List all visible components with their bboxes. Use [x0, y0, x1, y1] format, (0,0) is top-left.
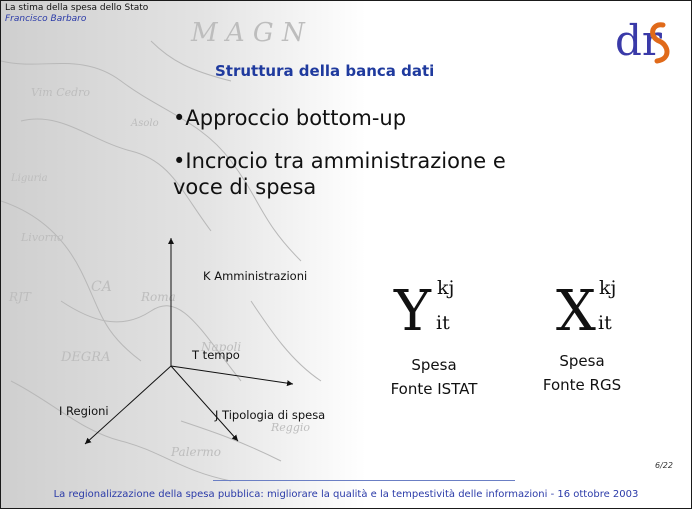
formula-x-sub: it [598, 312, 612, 334]
svg-text:Asolo: Asolo [130, 118, 159, 129]
caption-istat: Spesa Fonte ISTAT [384, 353, 484, 401]
caption-rgs-line2: Fonte RGS [542, 376, 622, 394]
header-author: Francisco Barbaro [5, 14, 87, 24]
caption-istat-line2: Fonte ISTAT [390, 380, 478, 398]
svg-text:RJT: RJT [8, 290, 32, 304]
page-number: 6/22 [655, 461, 673, 470]
caption-istat-line1: Spesa [411, 356, 457, 374]
slide-title: Struttura della banca dati [215, 62, 435, 80]
axis-t [170, 365, 294, 387]
svg-text:Vim Cedro: Vim Cedro [31, 86, 90, 99]
svg-text:Reggio: Reggio [270, 421, 310, 434]
axis-t-label: T tempo [192, 348, 240, 362]
formula-y: Y kj it [394, 279, 474, 344]
axis-i [84, 365, 172, 445]
svg-text:Liguria: Liguria [10, 173, 48, 184]
axis-j-label: J Tipologia di spesa [215, 408, 326, 422]
axis-i-label: I Regioni [59, 404, 109, 418]
footer-divider [213, 480, 515, 481]
formula-y-base: Y [394, 279, 431, 344]
axis-j [170, 365, 239, 442]
caption-rgs: Spesa Fonte RGS [532, 349, 632, 397]
svg-text:Livorno: Livorno [20, 231, 64, 244]
bullet-2-line1: •Incrocio tra amministrazione e [173, 149, 506, 173]
svg-text:Napoli: Napoli [200, 340, 241, 354]
svg-text:M A G N: M A G N [190, 18, 306, 48]
bullet-2-line2: voce di spesa [173, 175, 317, 199]
background-map-image: M A G N Vim Cedro Asolo Liguria Livorno … [1, 1, 366, 508]
svg-text:Roma: Roma [140, 290, 176, 304]
header-title: La stima della spesa dello Stato [5, 3, 149, 13]
footer-text: La regionalizzazione della spesa pubblic… [53, 489, 639, 500]
caption-rgs-line1: Spesa [559, 352, 605, 370]
formula-y-sub: it [436, 312, 450, 334]
formula-x: X kj it [556, 279, 636, 344]
svg-text:Palermo: Palermo [170, 445, 221, 459]
drs-logo: dr [615, 16, 670, 65]
formula-y-sup: kj [437, 277, 455, 299]
svg-text:CA: CA [91, 279, 112, 295]
bullet-1: •Approccio bottom-up [173, 106, 407, 130]
formula-x-sup: kj [599, 277, 617, 299]
svg-text:DEGRA: DEGRA [60, 350, 110, 365]
axis-k-label: K Amministrazioni [203, 269, 308, 283]
formula-x-base: X [556, 279, 596, 344]
